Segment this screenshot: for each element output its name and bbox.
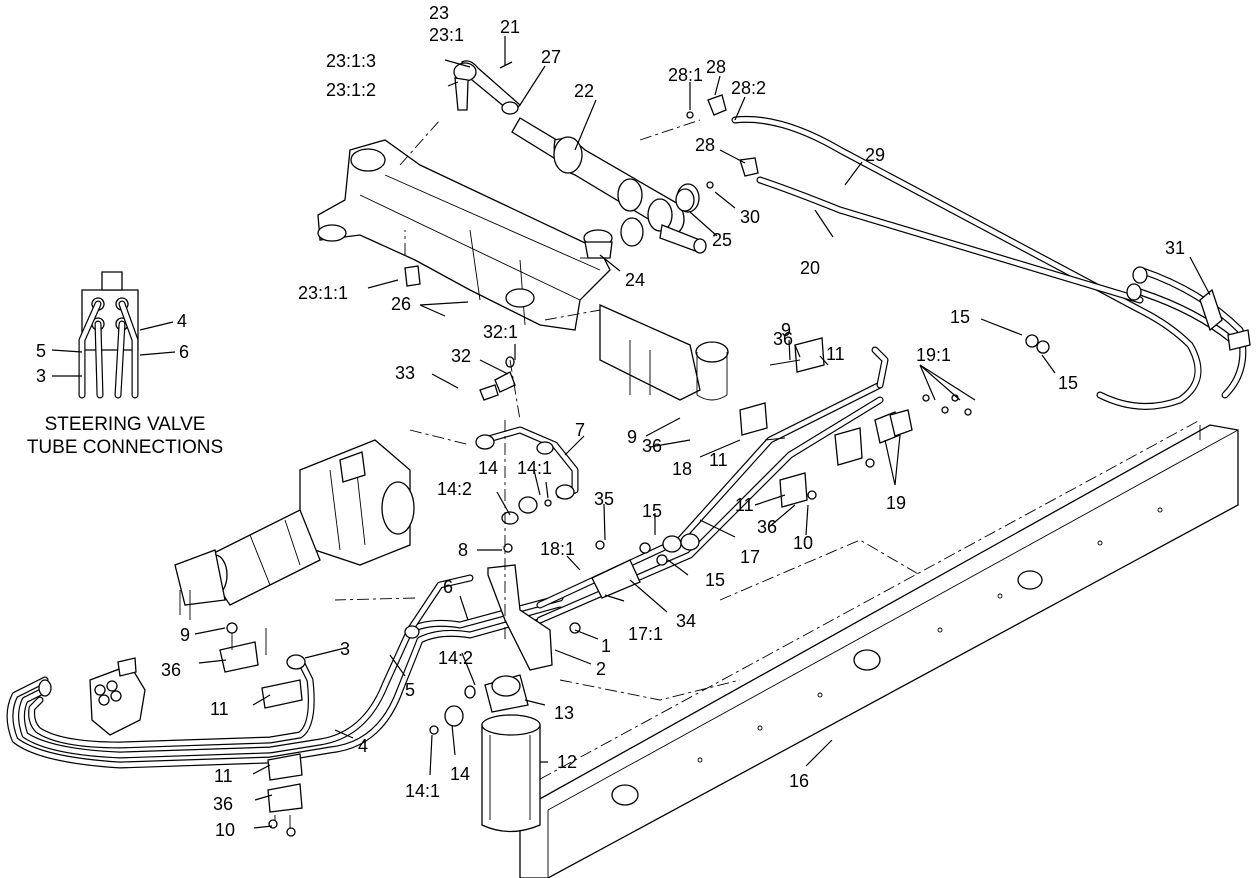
callout-15-a: 15 xyxy=(950,307,970,327)
callout-21: 21 xyxy=(500,17,520,37)
callout-14-1-a: 14:1 xyxy=(517,458,552,478)
callout-12: 12 xyxy=(557,752,577,772)
callout-4: 4 xyxy=(358,736,368,756)
inset-callout-3: 3 xyxy=(36,366,46,386)
callout-31: 31 xyxy=(1165,238,1185,258)
callout-25: 25 xyxy=(712,230,732,250)
callout-17-1: 17:1 xyxy=(628,624,663,644)
callout-19: 19 xyxy=(886,493,906,513)
callout-22: 22 xyxy=(574,81,594,101)
callout-labels: 23 23:1 23:1:3 23:1:2 21 27 22 28:1 28 2… xyxy=(27,3,1185,840)
callout-23-1-2: 23:1:2 xyxy=(326,80,376,100)
inset-callout-4: 4 xyxy=(177,311,187,331)
inset-caption-line-1: STEERING VALVE xyxy=(45,414,206,435)
callout-9-b: 9 xyxy=(627,427,637,447)
callout-9-c: 9 xyxy=(180,625,190,645)
leader-lines xyxy=(194,36,1211,829)
callout-24: 24 xyxy=(625,270,645,290)
callout-14-2-a: 14:2 xyxy=(437,479,472,499)
callout-15-d: 15 xyxy=(705,570,725,590)
callout-28-top: 28 xyxy=(706,57,726,77)
callout-11-e: 11 xyxy=(214,766,233,786)
tube-7 xyxy=(475,356,579,525)
callout-36-e: 36 xyxy=(213,794,233,814)
callout-8: 8 xyxy=(458,540,468,560)
callout-16: 16 xyxy=(789,771,809,791)
callout-28-mid: 28 xyxy=(695,135,715,155)
callout-5: 5 xyxy=(405,680,415,700)
callout-15-c: 15 xyxy=(642,501,662,521)
callout-23-1-1: 23:1:1 xyxy=(298,283,348,303)
callout-28-2: 28:2 xyxy=(731,78,766,98)
tubes-17-18 xyxy=(536,334,1050,624)
callout-30: 30 xyxy=(740,207,760,227)
callout-26: 26 xyxy=(391,294,411,314)
callout-18-1: 18:1 xyxy=(540,539,575,559)
callout-2: 2 xyxy=(596,659,606,679)
callout-20: 20 xyxy=(800,258,820,278)
front-axle xyxy=(317,139,729,401)
callout-36-a: 36 xyxy=(773,329,793,349)
callout-27: 27 xyxy=(541,47,561,67)
frame-rail xyxy=(519,419,1239,878)
callout-18: 18 xyxy=(672,459,692,479)
steering-cylinder xyxy=(404,60,707,287)
callout-3: 3 xyxy=(340,639,350,659)
callout-11-c: 11 xyxy=(735,495,754,515)
callout-10-a: 10 xyxy=(793,533,813,553)
hydraulic-pump xyxy=(174,439,415,620)
callout-11-b: 11 xyxy=(709,450,728,470)
callout-29: 29 xyxy=(865,145,885,165)
callout-14-b: 14 xyxy=(450,764,470,784)
callout-23-1: 23:1 xyxy=(429,25,464,45)
callout-23-1-3: 23:1:3 xyxy=(326,51,376,71)
callout-14-1-b: 14:1 xyxy=(405,781,440,801)
callout-9-a: 9 xyxy=(781,320,791,340)
hoses-29-20 xyxy=(675,94,1251,410)
callout-33: 33 xyxy=(395,363,415,383)
callout-14-2-b: 14:2 xyxy=(438,648,473,668)
inset-caption-line-2: TUBE CONNECTIONS xyxy=(27,437,223,458)
callout-13: 13 xyxy=(554,703,574,723)
callout-11-a: 11 xyxy=(826,344,845,364)
callout-28-1: 28:1 xyxy=(668,65,703,85)
inset-callout-6: 6 xyxy=(179,342,189,362)
callout-7: 7 xyxy=(575,420,585,440)
callout-35: 35 xyxy=(594,489,614,509)
inset-callout-5: 5 xyxy=(36,341,46,361)
callout-32-1: 32:1 xyxy=(483,322,518,342)
steering-valve-inset xyxy=(78,271,139,399)
callout-32: 32 xyxy=(451,346,471,366)
callout-36-c: 36 xyxy=(757,517,777,537)
callout-1: 1 xyxy=(601,636,611,656)
callout-23: 23 xyxy=(429,3,449,23)
callout-11-d: 11 xyxy=(210,699,229,719)
callout-19-1: 19:1 xyxy=(916,345,951,365)
steering-tubes xyxy=(6,574,564,837)
callout-14-a: 14 xyxy=(478,458,498,478)
callout-36-d: 36 xyxy=(161,660,181,680)
callout-36-b: 36 xyxy=(642,436,662,456)
dashed-guides xyxy=(334,119,921,701)
callout-10-b: 10 xyxy=(215,820,235,840)
callout-15-b: 15 xyxy=(1058,373,1078,393)
callout-6: 6 xyxy=(443,577,453,597)
filter-assembly xyxy=(429,543,581,833)
callout-17: 17 xyxy=(740,547,760,567)
callout-34: 34 xyxy=(676,611,696,631)
